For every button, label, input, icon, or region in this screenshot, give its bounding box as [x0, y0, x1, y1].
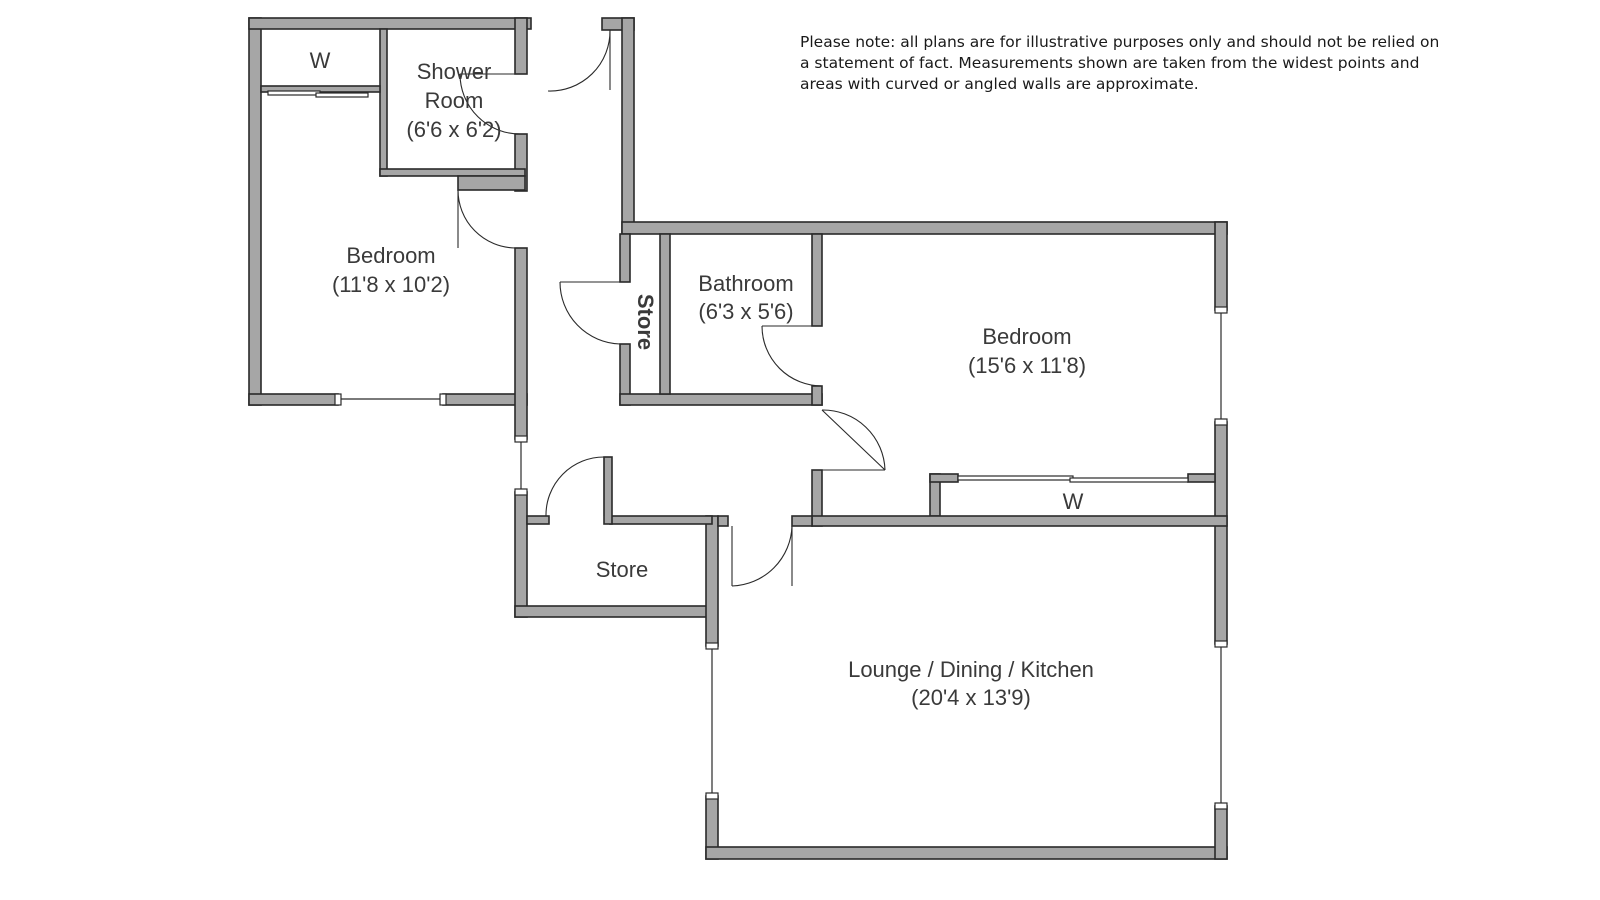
- lounge-size: (20'4 x 13'9): [911, 685, 1031, 710]
- bathroom-size: (6'3 x 5'6): [698, 299, 793, 324]
- wardrobe-left-label: W: [310, 48, 331, 73]
- bathroom-label: Bathroom: [698, 271, 793, 296]
- left-block-walls: [248, 17, 532, 440]
- shower-room-label-line2: Room: [425, 88, 484, 113]
- corridor-walls: [601, 17, 1228, 406]
- windows: [334, 306, 1228, 810]
- store-lower-label: Store: [596, 557, 649, 582]
- door-swings: [457, 29, 886, 587]
- store-vertical-label: Store: [633, 294, 658, 350]
- shower-room-label: Shower: [417, 59, 492, 84]
- bedroom-right-label: Bedroom: [982, 324, 1071, 349]
- wardrobe-right-label: W: [1063, 489, 1084, 514]
- bedroom-left-label: Bedroom: [346, 243, 435, 268]
- bedroom-right-size: (15'6 x 11'8): [968, 353, 1086, 378]
- lower-walls: [514, 456, 1228, 860]
- sliding-doors: [267, 90, 1189, 483]
- shower-room-size: (6'6 x 6'2): [406, 117, 501, 142]
- lounge-label: Lounge / Dining / Kitchen: [848, 657, 1094, 682]
- right-bedroom-walls: [811, 221, 1228, 645]
- disclaimer-note: Please note: all plans are for illustrat…: [800, 33, 1440, 93]
- bedroom-left-size: (11'8 x 10'2): [332, 272, 450, 297]
